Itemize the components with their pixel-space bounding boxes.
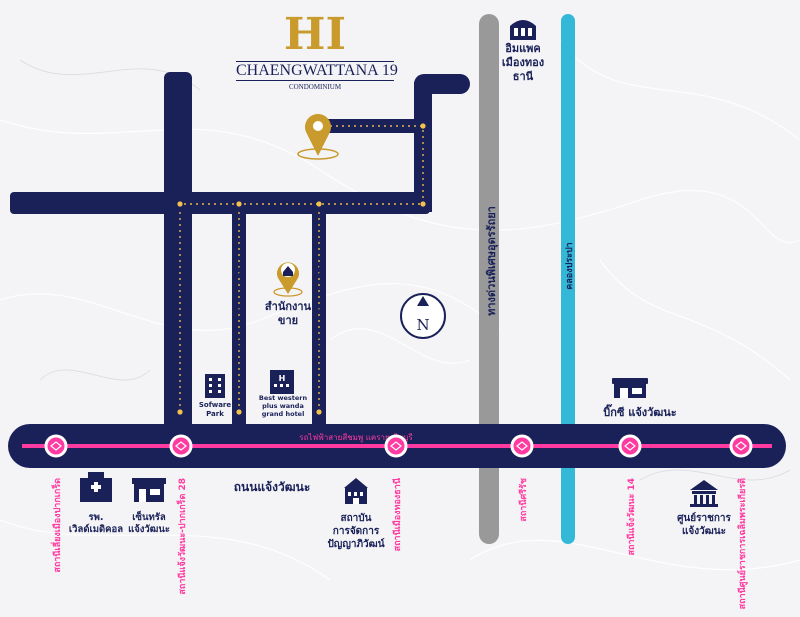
best-western-label: Best western plus wanda grand hotel xyxy=(258,394,308,418)
brand-logo: HI CHAENGWATTANA 19 CONDOMINIUM xyxy=(230,12,400,91)
highway-road xyxy=(479,14,499,544)
road-bend-top xyxy=(414,74,470,94)
mall-icon xyxy=(132,478,166,502)
bts-line-label: รถไฟฟ้าสายสีชมพู แคราย-มีนบุรี xyxy=(299,433,413,443)
brand-name: CHAENGWATTANA 19 xyxy=(236,61,398,81)
station-label: สถานีเมืองทองธานี xyxy=(393,478,403,552)
condo-location-pin xyxy=(297,114,339,160)
svg-text:N: N xyxy=(416,316,429,334)
impact-label: อิมแพค เมืองทอง ธานี xyxy=(501,42,545,83)
road-soi-21 xyxy=(232,192,246,432)
highway-label: ทางด่วนพิเศษอุดรรัถยา xyxy=(485,206,498,316)
hospital-label: รพ. เวิลด์เมดิคอล xyxy=(68,512,124,535)
store-icon xyxy=(612,378,648,398)
bigc-label: บิ๊กซี แจ้งวัฒนะ xyxy=(603,406,677,419)
central-label: เซ็นทรัล แจ้งวัฒนะ xyxy=(128,512,170,535)
hotel-icon: H xyxy=(270,370,294,394)
office-building-icon xyxy=(205,374,225,398)
hospital-icon xyxy=(80,472,112,502)
train-icon xyxy=(390,441,402,451)
road-junction-dots xyxy=(177,123,426,415)
station-marker xyxy=(618,434,642,458)
soi-19-label: ซอยแจ้งวัฒนะ-ปากเกร็ด 19 xyxy=(183,265,193,371)
canal xyxy=(561,14,575,544)
road-bend-vertical xyxy=(414,82,432,212)
compass-icon: N xyxy=(400,293,446,339)
train-icon xyxy=(624,441,636,451)
station-marker xyxy=(44,434,68,458)
software-park-label: Sofware Park xyxy=(198,401,232,418)
house-icon xyxy=(283,266,293,276)
sales-office-label: สำนักงาน ขาย xyxy=(264,300,312,327)
station-marker xyxy=(384,434,408,458)
marble-texture xyxy=(0,39,800,581)
train-icon xyxy=(735,441,747,451)
soi-21-label: ซอยแจ้งวัฒนะ-ปากเกร็ด 21 xyxy=(238,265,248,371)
station-marker xyxy=(729,434,753,458)
train-icon xyxy=(175,441,187,451)
stadium-icon xyxy=(510,20,536,40)
road-soi-23 xyxy=(312,192,326,432)
road-horizontal xyxy=(10,192,430,214)
station-label: สถานีศูนย์ราชการเฉลิมพระเกียรติ xyxy=(738,478,748,610)
road-centerlines xyxy=(178,125,424,412)
station-marker xyxy=(169,434,193,458)
sales-office-pin xyxy=(273,262,303,297)
train-icon xyxy=(50,441,62,451)
logo-mark: HI xyxy=(283,9,347,60)
svg-text:H: H xyxy=(279,374,286,383)
soi-23-label: ซอยแจ้งวัฒนะ-ปากเกร็ด 23 xyxy=(318,265,328,371)
brand-subtitle: CONDOMINIUM xyxy=(288,83,342,91)
station-markers xyxy=(44,434,753,458)
main-road-label: ถนนแจ้งวัฒนะ xyxy=(233,480,311,494)
station-label: สถานีแจ้งวัฒนะ 14 xyxy=(627,478,637,556)
station-label: สถานีเลี่ยงเมืองปากเกร็ด xyxy=(53,478,63,573)
government-icon xyxy=(690,480,718,507)
station-marker xyxy=(510,434,534,458)
institute-icon xyxy=(344,478,368,504)
road-soi-19 xyxy=(164,72,192,432)
train-icon xyxy=(516,441,528,451)
road-condo-branch xyxy=(322,119,432,133)
nida-label: สถาบัน การจัดการ ปัญญาภิวัฒน์ xyxy=(327,513,385,550)
station-label: สถานีแจ้งวัฒนะ-ปากเกร็ด 28 xyxy=(178,478,188,595)
station-label: สถานีศรีรัช xyxy=(519,478,529,522)
government-center-label: ศูนย์ราชการ แจ้งวัฒนะ xyxy=(677,513,731,537)
canal-label: คลองประปา xyxy=(565,242,575,290)
